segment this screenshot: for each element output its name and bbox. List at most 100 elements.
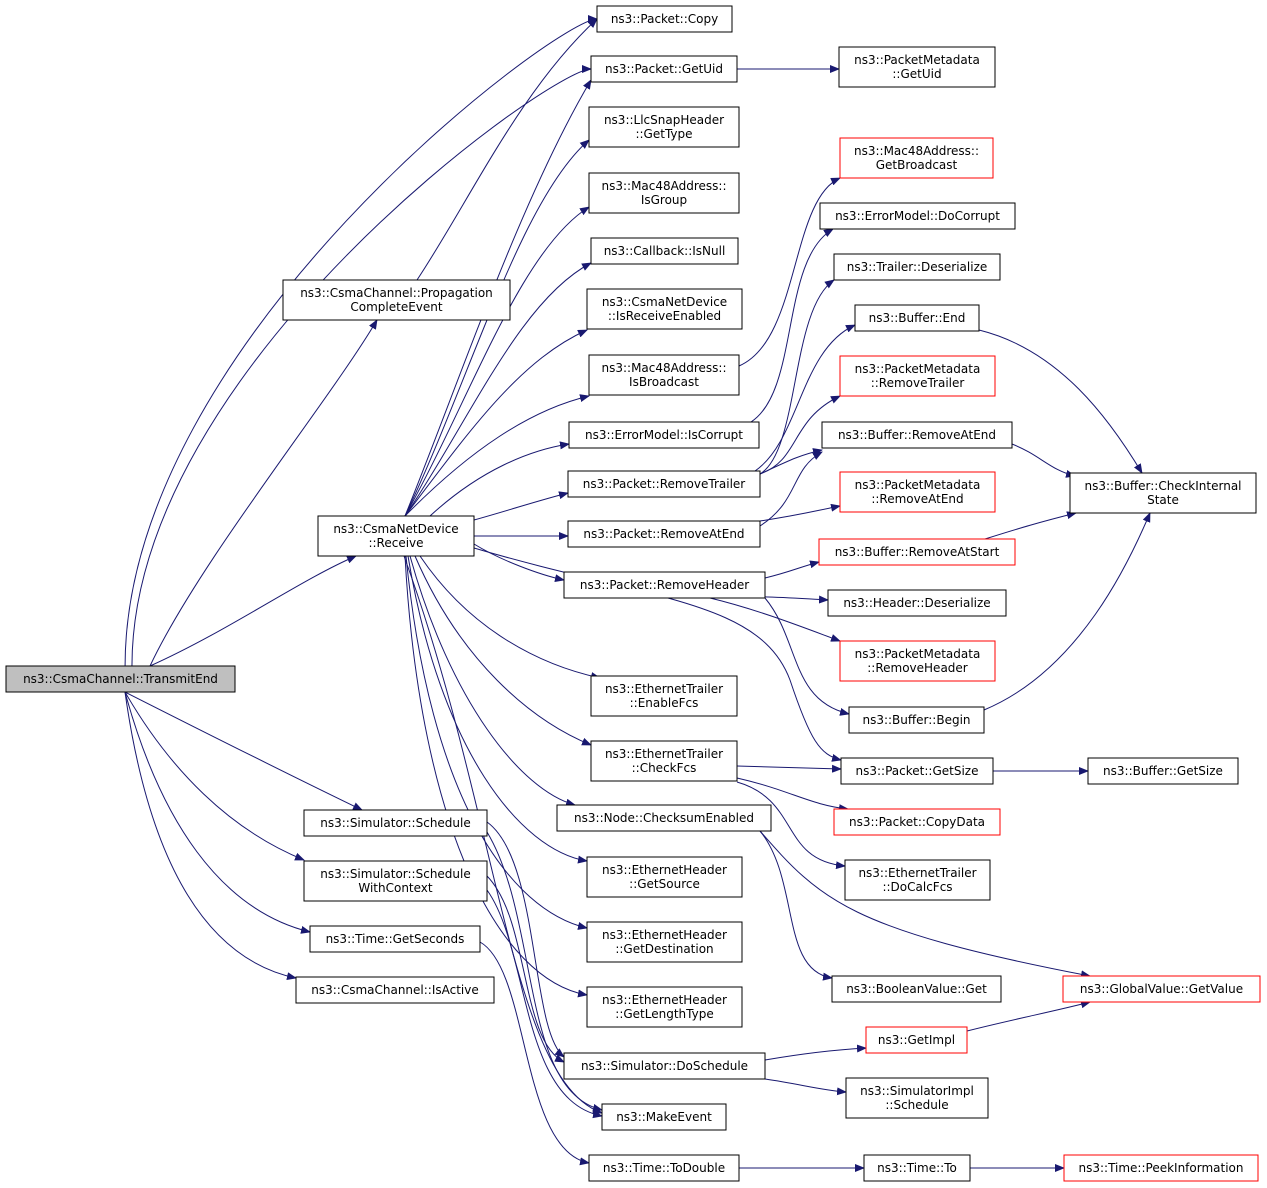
node-label: ::Receive — [368, 536, 423, 550]
edge-transmitend-to-receive — [149, 555, 357, 667]
node-getseconds[interactable]: ns3::Time::GetSeconds — [309, 925, 481, 953]
node-isactive[interactable]: ns3::CsmaChannel::IsActive — [295, 976, 495, 1004]
edge-transmitend-to-getseconds — [124, 691, 311, 934]
node-schedule[interactable]: ns3::Simulator::Schedule — [303, 809, 488, 837]
node-getdest[interactable]: ns3::EthernetHeader::GetDestination — [586, 921, 743, 963]
node-remheader[interactable]: ns3::Packet::RemoveHeader — [563, 571, 766, 599]
edge-schedulectx-to-doschedule — [486, 875, 565, 1063]
node-trailerdeser[interactable]: ns3::Trailer::Deserialize — [833, 253, 1001, 281]
node-box — [5, 665, 236, 693]
edge-transmitend-to-getuid — [131, 65, 592, 667]
node-docalcfcs[interactable]: ns3::EthernetTrailer::DoCalcFcs — [844, 859, 991, 901]
node-getlentype[interactable]: ns3::EthernetHeader::GetLengthType — [586, 986, 743, 1028]
node-isbcast[interactable]: ns3::Mac48Address::IsBroadcast — [588, 354, 740, 396]
node-doschedule[interactable]: ns3::Simulator::DoSchedule — [563, 1052, 766, 1080]
node-cksum[interactable]: ns3::Node::ChecksumEnabled — [556, 804, 772, 832]
edge-transmitend-to-isactive — [124, 691, 297, 981]
node-box — [586, 856, 743, 898]
node-pmrematend[interactable]: ns3::PacketMetadata::RemoveAtEnd — [839, 471, 996, 513]
edge-propagation-to-copy — [416, 18, 598, 281]
node-label: ::GetUid — [892, 67, 941, 81]
edge-iscorrupt-to-docorrupt — [750, 228, 834, 423]
node-label: ns3::Simulator::Schedule — [320, 816, 471, 830]
node-isrecv[interactable]: ns3::CsmaNetDevice::IsReceiveEnabled — [586, 288, 743, 330]
node-getuid[interactable]: ns3::Packet::GetUid — [590, 55, 738, 83]
node-getbcast[interactable]: ns3::Mac48Address::GetBroadcast — [839, 137, 994, 179]
node-box — [303, 860, 488, 902]
edge-checkfcs-to-copydata — [736, 777, 849, 813]
node-bufend[interactable]: ns3::Buffer::End — [854, 304, 980, 332]
node-pmremheader[interactable]: ns3::PacketMetadata::RemoveHeader — [839, 640, 996, 682]
node-label: ::CheckFcs — [632, 761, 697, 775]
node-label: ns3::Buffer::RemoveAtEnd — [838, 428, 996, 442]
node-isgroup[interactable]: ns3::Mac48Address::IsGroup — [588, 172, 740, 214]
node-label: ns3::Header::Deserialize — [843, 596, 990, 610]
node-copy[interactable]: ns3::Packet::Copy — [596, 5, 733, 33]
node-label: State — [1147, 493, 1179, 507]
edge-receive-to-isbcast — [404, 394, 590, 517]
node-pktgetsize[interactable]: ns3::Packet::GetSize — [840, 757, 994, 785]
node-docorrupt[interactable]: ns3::ErrorModel::DoCorrupt — [819, 202, 1016, 230]
edge-schedule-to-doschedule — [486, 821, 565, 1058]
node-makeevent[interactable]: ns3::MakeEvent — [601, 1103, 727, 1131]
node-label: ns3::Packet::CopyData — [849, 815, 985, 829]
node-bufrematend[interactable]: ns3::Buffer::RemoveAtEnd — [821, 421, 1013, 449]
node-pmgetuid[interactable]: ns3::PacketMetadata::GetUid — [838, 46, 996, 88]
edge-doschedule-to-simimplsched — [764, 1078, 847, 1096]
node-receive[interactable]: ns3::CsmaNetDevice::Receive — [317, 515, 475, 557]
node-pmremtrailer[interactable]: ns3::PacketMetadata::RemoveTrailer — [839, 355, 996, 397]
node-enablefcs[interactable]: ns3::EthernetTrailer::EnableFcs — [590, 675, 738, 717]
node-todouble[interactable]: ns3::Time::ToDouble — [588, 1154, 740, 1182]
node-label: ns3::PacketMetadata — [855, 647, 981, 661]
node-bufbegin[interactable]: ns3::Buffer::Begin — [848, 706, 985, 734]
node-label: ns3::Time::GetSeconds — [326, 932, 465, 946]
node-box — [303, 809, 488, 837]
node-label: ns3::EthernetHeader — [602, 863, 727, 877]
node-checkfcs[interactable]: ns3::EthernetTrailer::CheckFcs — [590, 740, 738, 782]
node-label: ns3::Time::PeekInformation — [1078, 1161, 1243, 1175]
edge-receive-to-isgroup — [404, 206, 590, 517]
node-boolget[interactable]: ns3::BooleanValue::Get — [831, 975, 1002, 1003]
node-box — [821, 421, 1013, 449]
node-label: ns3::Mac48Address:: — [854, 144, 979, 158]
node-label: ns3::CsmaChannel::TransmitEnd — [23, 672, 218, 686]
node-propagation[interactable]: ns3::CsmaChannel::PropagationCompleteEve… — [282, 279, 511, 321]
node-remtrailer[interactable]: ns3::Packet::RemoveTrailer — [567, 470, 761, 498]
edge-remheader-to-pmremheader — [709, 597, 841, 642]
node-peekinfo[interactable]: ns3::Time::PeekInformation — [1063, 1154, 1259, 1182]
node-bufgetsize[interactable]: ns3::Buffer::GetSize — [1087, 757, 1239, 785]
node-label: ns3::Buffer::End — [869, 311, 966, 325]
node-box — [590, 740, 738, 782]
node-label: ::RemoveHeader — [867, 661, 968, 675]
node-isnull[interactable]: ns3::Callback::IsNull — [590, 237, 739, 265]
node-getsource[interactable]: ns3::EthernetHeader::GetSource — [586, 856, 743, 898]
node-box — [833, 808, 1001, 836]
node-timeto[interactable]: ns3::Time::To — [863, 1154, 971, 1182]
edge-doschedule-to-getimpl — [764, 1044, 867, 1061]
node-box — [588, 354, 740, 396]
node-iscorrupt[interactable]: ns3::ErrorModel::IsCorrupt — [568, 421, 760, 449]
node-headerdeser[interactable]: ns3::Header::Deserialize — [827, 589, 1007, 617]
edge-checkfcs-to-pktgetsize — [736, 764, 842, 773]
edge-cksum-to-boolget — [759, 830, 833, 981]
node-bufremstart[interactable]: ns3::Buffer::RemoveAtStart — [818, 538, 1016, 566]
node-box — [567, 470, 761, 498]
node-box — [831, 975, 1002, 1003]
node-label: ns3::GetImpl — [878, 1033, 955, 1047]
node-box — [863, 1154, 971, 1182]
edge-remtrailer-to-trailerdeser — [759, 279, 835, 475]
node-simimplsched[interactable]: ns3::SimulatorImpl::Schedule — [845, 1077, 989, 1119]
node-box — [568, 421, 760, 449]
node-copydata[interactable]: ns3::Packet::CopyData — [833, 808, 1001, 836]
node-label: ns3::LlcSnapHeader — [604, 113, 724, 127]
edge-receive-to-remheader — [473, 543, 565, 583]
node-box — [567, 520, 761, 548]
node-gvgetvalue[interactable]: ns3::GlobalValue::GetValue — [1062, 975, 1261, 1003]
node-rematend[interactable]: ns3::Packet::RemoveAtEnd — [567, 520, 761, 548]
node-box — [556, 804, 772, 832]
node-box — [833, 253, 1001, 281]
node-getimpl[interactable]: ns3::GetImpl — [865, 1026, 968, 1054]
node-llctype[interactable]: ns3::LlcSnapHeader::GetType — [588, 106, 740, 148]
